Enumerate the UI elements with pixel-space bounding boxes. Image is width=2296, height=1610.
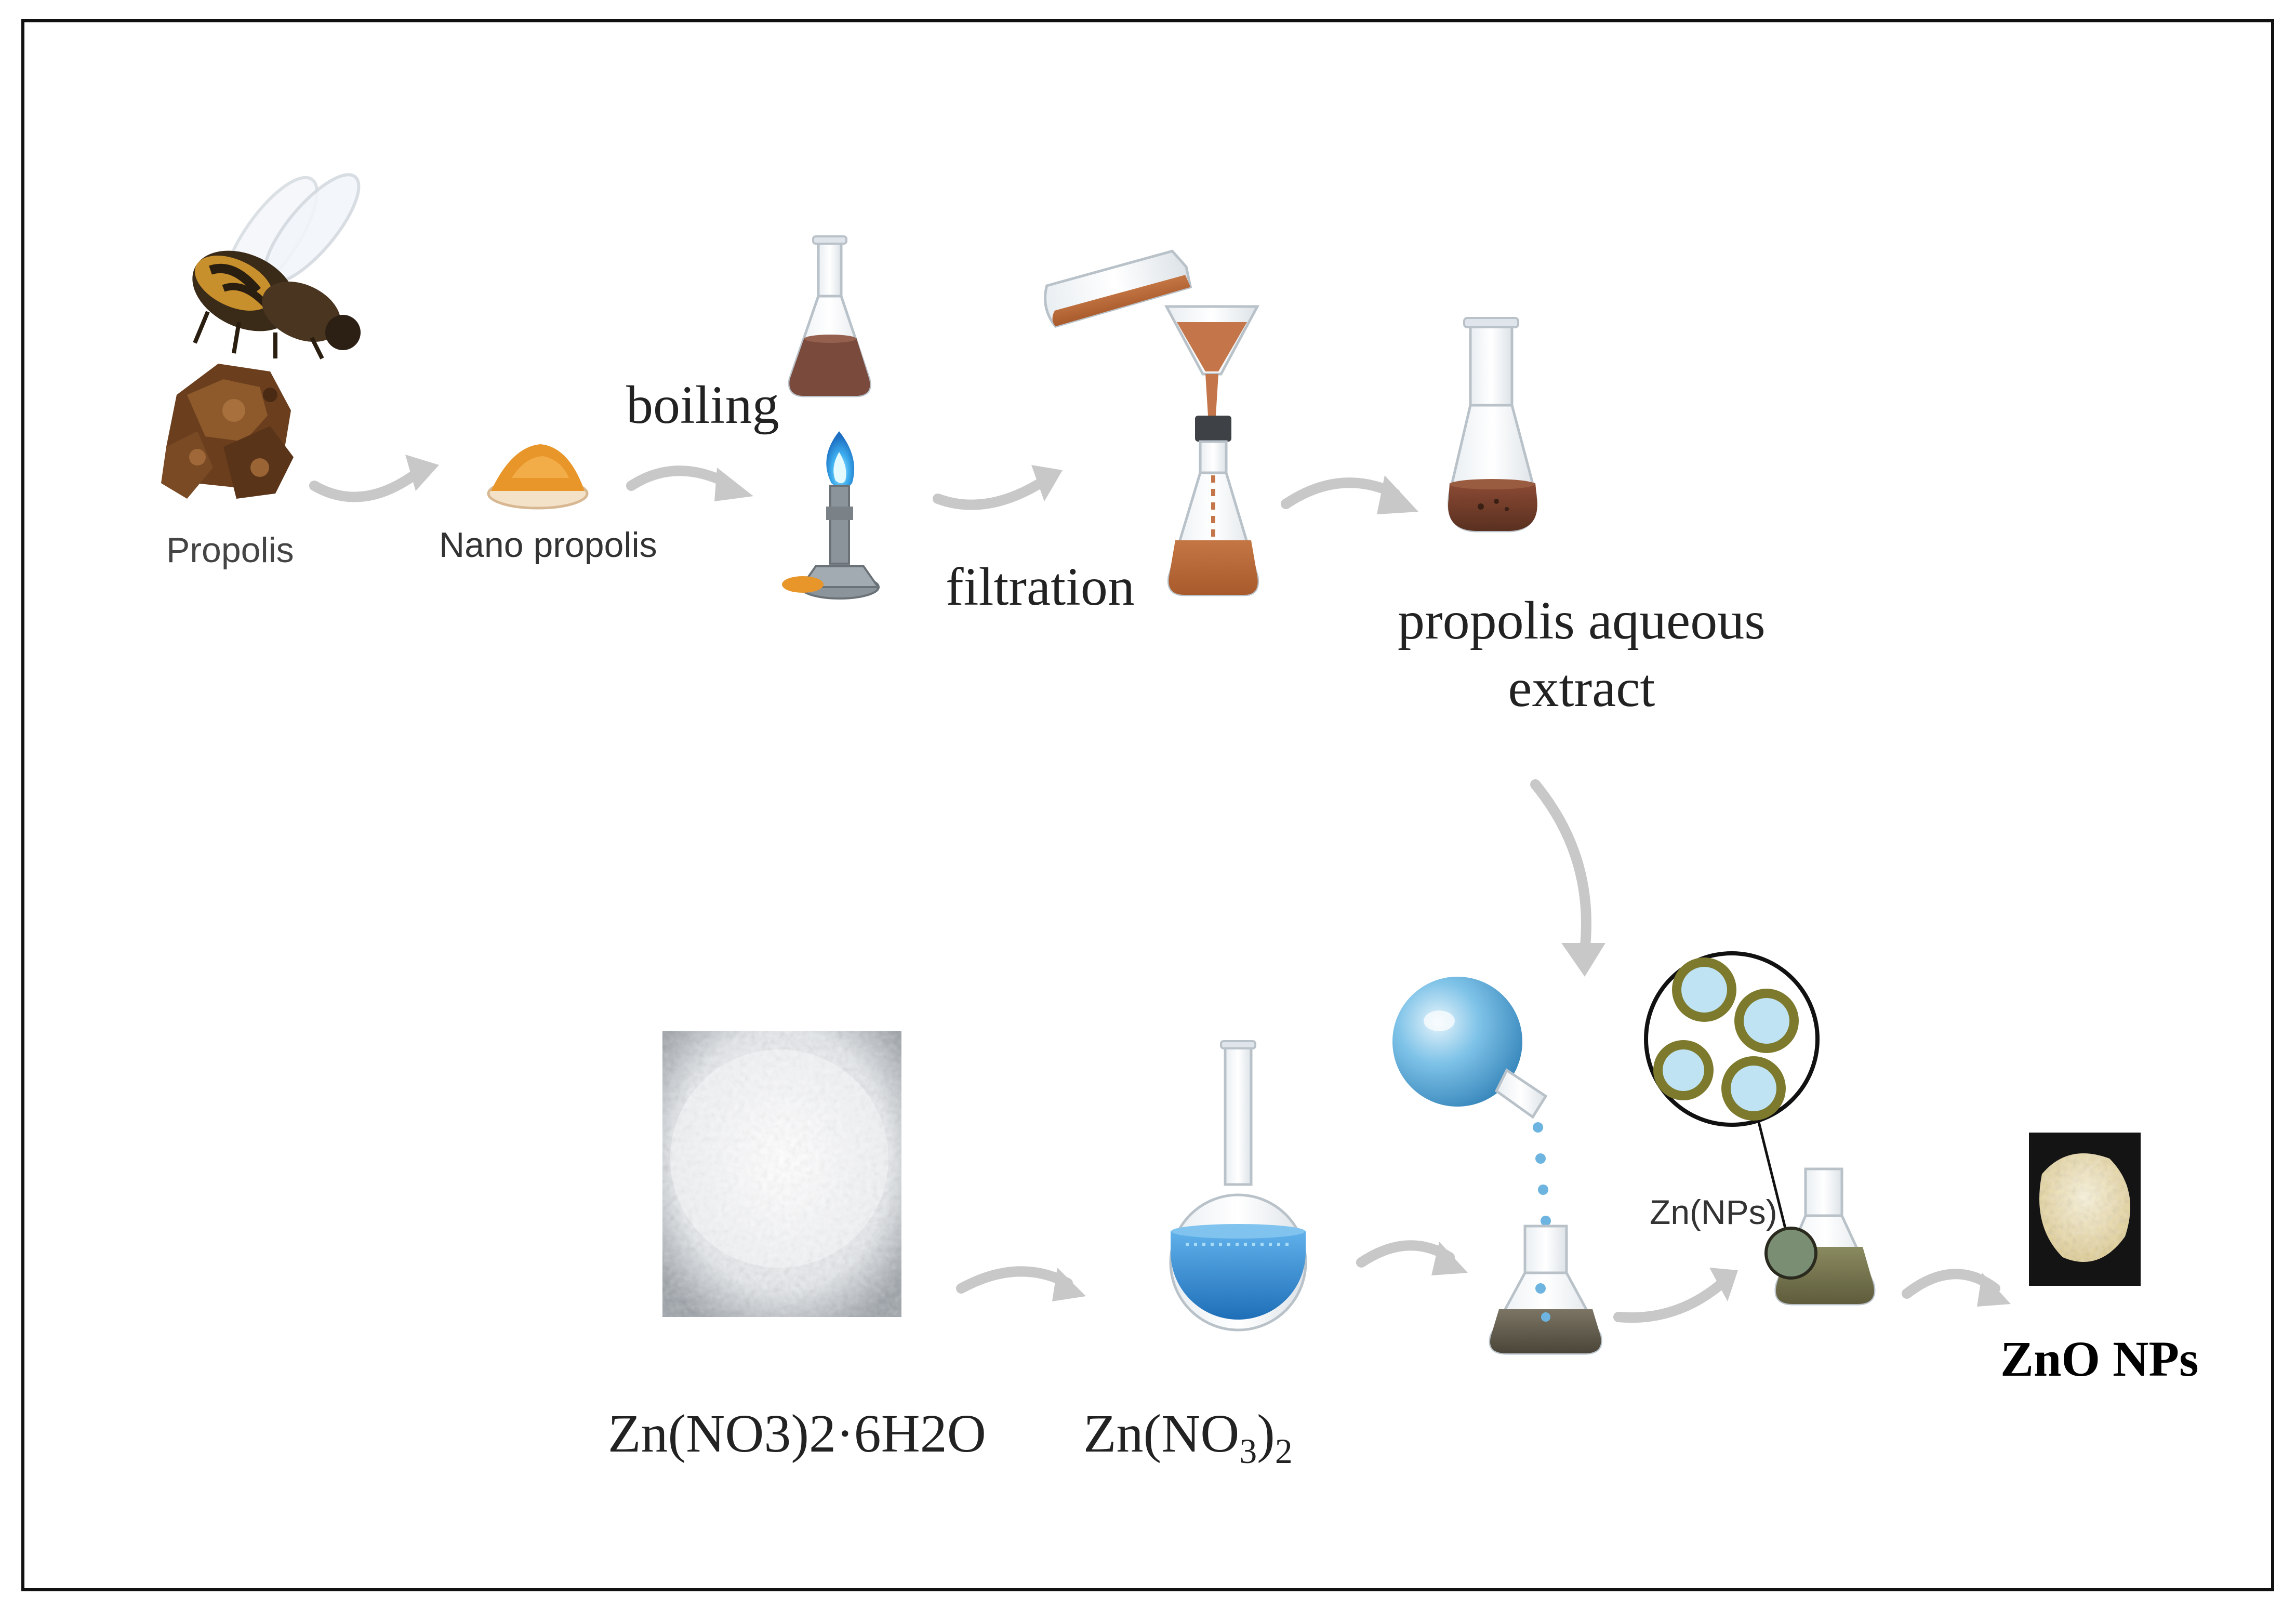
boiling-label: boiling (626, 375, 779, 435)
boiling-flask-icon (788, 235, 871, 397)
propolis-chunks-icon (161, 364, 294, 499)
bee-icon (192, 173, 361, 360)
zinc-nitrate-sub2: 2 (1275, 1431, 1293, 1471)
pouring-flask-icon (1044, 249, 1192, 328)
nanoparticle-magnifier-icon (1644, 951, 1820, 1237)
zinc-nitrate-salt-photo (662, 1031, 901, 1317)
zno-nps-label: ZnO NPs (2000, 1331, 2199, 1387)
zinc-nitrate-close: ) (1257, 1404, 1275, 1463)
nano-propolis-label: Nano propolis (439, 525, 657, 565)
zinc-nitrate-label: Zn(NO3)2 (1083, 1403, 1293, 1472)
nano-propolis-powder-icon (487, 444, 589, 510)
propolis-extract-label-line1: propolis aqueous (1398, 591, 1766, 650)
arrow-3 (933, 475, 1050, 510)
propolis-extract-label: propolis aqueous extract (1398, 587, 1766, 722)
pouring-sphere-flask-icon (1392, 977, 1552, 1257)
figure-frame (21, 19, 2274, 1591)
propolis-label: Propolis (166, 530, 294, 570)
filtration-apparatus-icon (1164, 305, 1260, 596)
arrow-6 (956, 1266, 1073, 1294)
arrow-2 (626, 465, 733, 491)
arrow-5 (1530, 779, 1591, 956)
propolis-extract-flask-icon (1448, 317, 1537, 533)
zno-powder-photo (2029, 1133, 2141, 1286)
zinc-nitrate-main: Zn(NO (1083, 1404, 1240, 1463)
zinc-nitrate-hexahydrate-label: Zn(NO3)2·6H2O (608, 1404, 986, 1463)
filtration-label: filtration (946, 557, 1135, 617)
zn-nps-label: Zn(NPs) (1650, 1193, 1777, 1231)
arrow-1 (309, 465, 426, 502)
bunsen-burner-icon (782, 431, 880, 600)
arrow-4 (1281, 477, 1400, 509)
zn-nps-flask-icon (1764, 1167, 1876, 1306)
propolis-extract-label-line2: extract (1508, 658, 1655, 718)
zinc-nitrate-sub1: 3 (1239, 1431, 1257, 1471)
reaction-flask-icon (1489, 1225, 1602, 1355)
arrow-8 (1613, 1275, 1730, 1323)
zinc-nitrate-flask-icon (1169, 1040, 1307, 1332)
